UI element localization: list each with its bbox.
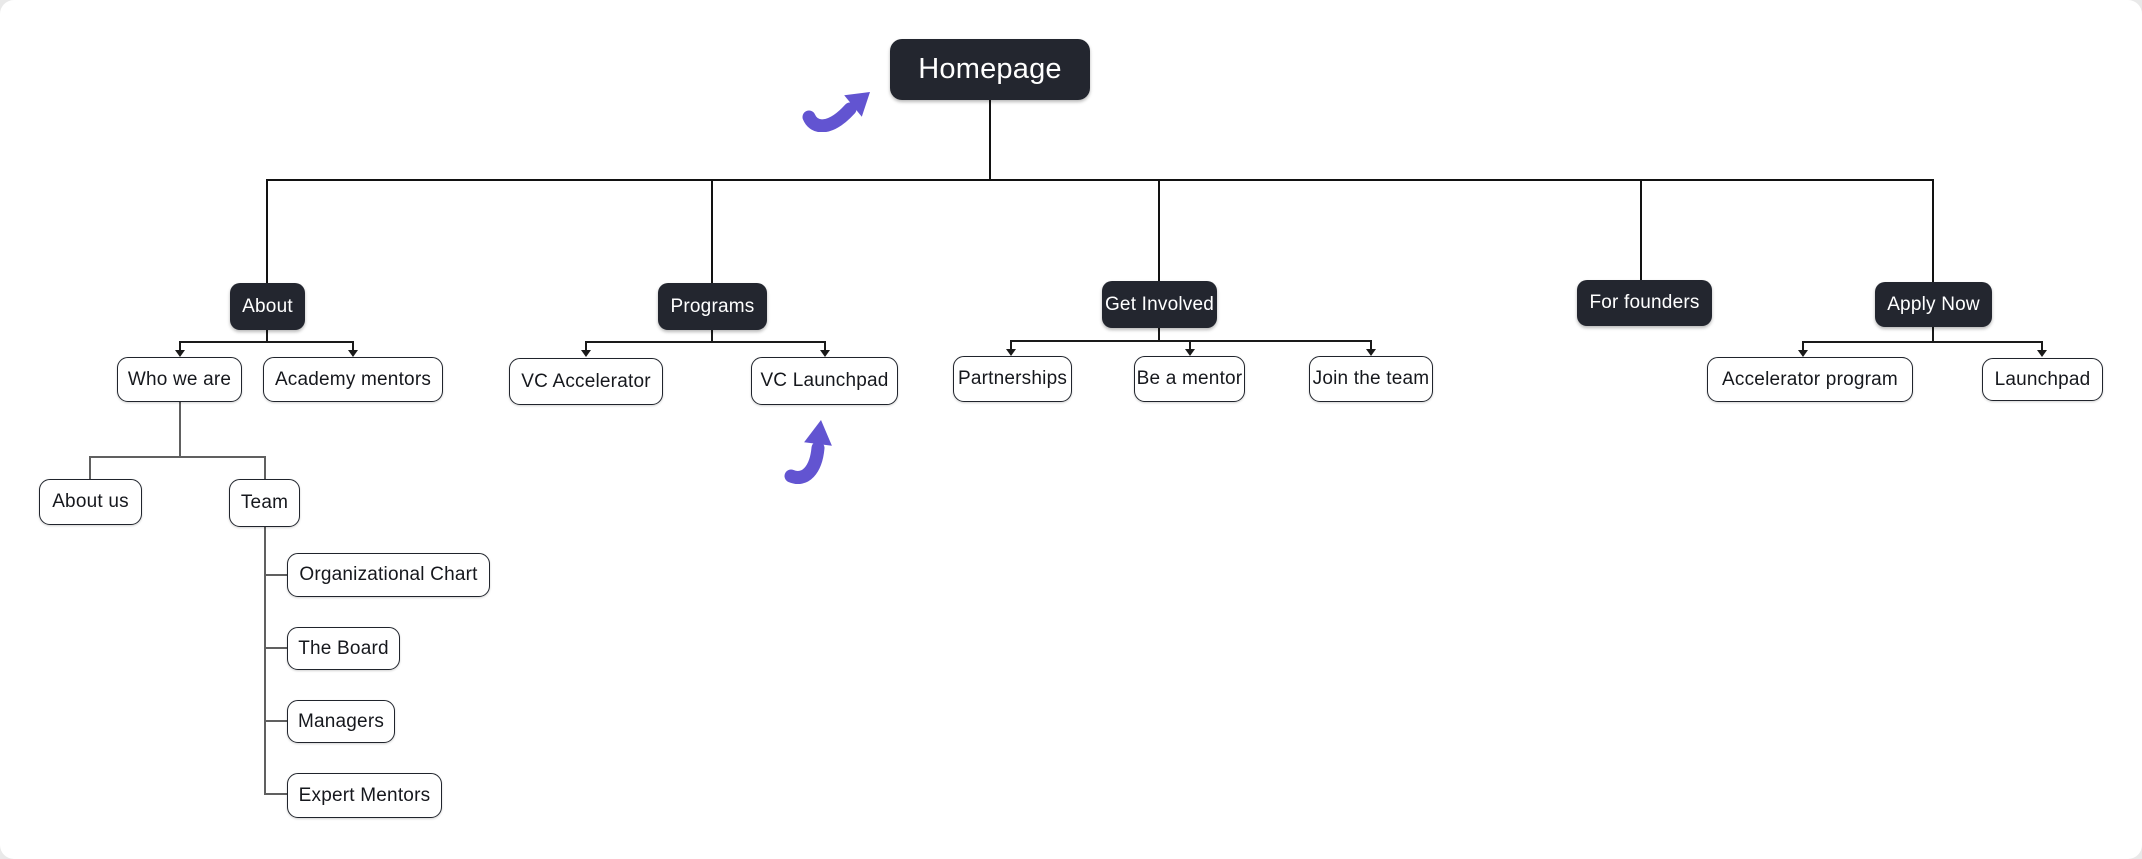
- node-team[interactable]: Team: [229, 479, 300, 527]
- connector-about-stub: [266, 330, 268, 341]
- node-about-us[interactable]: About us: [39, 479, 142, 525]
- node-organizational-chart[interactable]: Organizational Chart: [287, 553, 490, 597]
- node-vc-accelerator[interactable]: VC Accelerator: [509, 358, 663, 405]
- connector-drop-apply-now: [1931, 179, 1935, 282]
- connector-drop-about: [265, 179, 269, 283]
- connector-to-vc-launchpad: [824, 341, 826, 350]
- connector-to-team: [264, 456, 266, 479]
- node-programs[interactable]: Programs: [658, 283, 767, 330]
- connector-to-join-the-team: [1370, 340, 1372, 349]
- arrowhead-be-a-mentor: [1185, 349, 1195, 356]
- arrowhead-vc-accelerator: [581, 350, 591, 357]
- connector-to-be-a-mentor: [1189, 340, 1191, 349]
- arrowhead-launchpad: [2037, 350, 2047, 357]
- connector-to-launchpad: [2041, 341, 2043, 350]
- connector-to-expert-mentors: [264, 793, 287, 795]
- node-partnerships[interactable]: Partnerships: [953, 356, 1072, 402]
- connector-drop-for-founders: [1639, 179, 1643, 280]
- connector-homepage-drop: [988, 100, 992, 180]
- connector-get-involved-stub: [1158, 328, 1160, 341]
- node-about[interactable]: About: [230, 283, 305, 330]
- connector-to-organizational-chart: [264, 574, 287, 576]
- curved-arrow-to-homepage-icon: [802, 84, 876, 132]
- arrowhead-academy-mentors: [348, 350, 358, 357]
- node-be-a-mentor[interactable]: Be a mentor: [1134, 356, 1245, 402]
- node-join-the-team[interactable]: Join the team: [1309, 356, 1433, 402]
- connector-to-academy-mentors: [352, 341, 354, 350]
- node-academy-mentors[interactable]: Academy mentors: [263, 357, 443, 402]
- connector-trunk: [266, 178, 1934, 182]
- arrowhead-who-we-are: [175, 350, 185, 357]
- arrowhead-accelerator-program: [1798, 350, 1808, 357]
- connector-drop-get-involved: [1157, 179, 1161, 281]
- connector-apply-now-stub: [1932, 327, 1934, 341]
- node-managers[interactable]: Managers: [287, 700, 395, 743]
- connector-team-spine: [264, 527, 266, 795]
- node-homepage[interactable]: Homepage: [890, 39, 1090, 100]
- connector-to-the-board: [264, 647, 287, 649]
- connector-about-hbar: [179, 341, 354, 343]
- node-expert-mentors[interactable]: Expert Mentors: [287, 773, 442, 818]
- connector-drop-programs: [710, 179, 714, 283]
- arrowhead-partnerships: [1006, 349, 1016, 356]
- connector-to-about-us: [89, 456, 91, 479]
- connector-to-vc-accelerator: [585, 341, 587, 350]
- connector-apply-now-hbar: [1802, 341, 2043, 343]
- connector-get-involved-hbar: [1010, 340, 1372, 342]
- connector-who-we-are-hbar: [89, 456, 266, 458]
- node-get-involved[interactable]: Get Involved: [1102, 281, 1217, 328]
- node-the-board[interactable]: The Board: [287, 627, 400, 670]
- node-launchpad[interactable]: Launchpad: [1982, 358, 2103, 401]
- connector-programs-stub: [711, 330, 713, 341]
- node-apply-now[interactable]: Apply Now: [1875, 282, 1992, 327]
- connector-to-partnerships: [1010, 340, 1012, 349]
- curved-arrow-to-vc-launchpad-icon: [781, 414, 841, 486]
- node-for-founders[interactable]: For founders: [1577, 280, 1712, 326]
- connector-to-who-we-are: [179, 341, 181, 350]
- connector-to-accelerator-program: [1802, 341, 1804, 350]
- arrowhead-vc-launchpad: [820, 350, 830, 357]
- connector-to-managers: [264, 720, 287, 722]
- node-accelerator-program[interactable]: Accelerator program: [1707, 357, 1913, 402]
- node-who-we-are[interactable]: Who we are: [117, 357, 242, 402]
- arrowhead-join-the-team: [1366, 349, 1376, 356]
- connector-who-we-are-stub: [179, 402, 181, 457]
- node-vc-launchpad[interactable]: VC Launchpad: [751, 357, 898, 405]
- connector-programs-hbar: [585, 341, 826, 343]
